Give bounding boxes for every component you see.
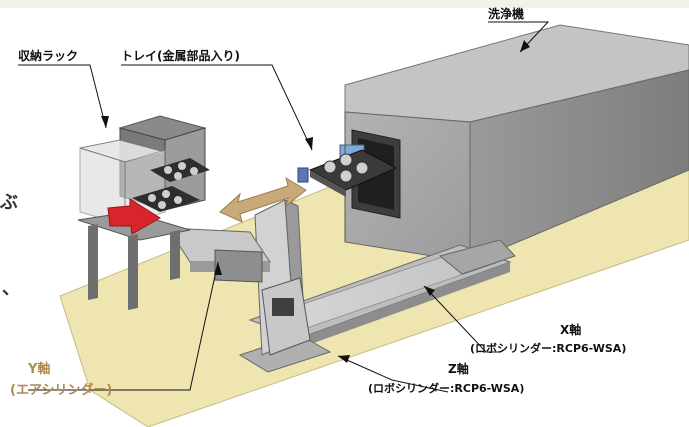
tray-at-washer xyxy=(297,149,398,197)
double-arrow-icon xyxy=(219,176,307,223)
edge-text-fragment: ぶ xyxy=(0,192,18,213)
z-axis-detail: (ロボシリンダー:RCP6-WSA) xyxy=(368,382,525,395)
x-axis-detail: (ロボシリンダー:RCP6-WSA) xyxy=(470,342,627,355)
x-axis-label: X軸 xyxy=(560,323,582,337)
washer-label: 洗浄機 xyxy=(488,7,525,21)
z-axis-label: Z軸 xyxy=(448,362,469,376)
z-axis-column xyxy=(238,199,332,373)
rack-label: 収納ラック xyxy=(18,49,79,63)
leader-arrowheads xyxy=(101,40,530,363)
y-axis-detail: (エアシリンダー) xyxy=(10,383,113,398)
tray-label: トレイ(金属部品入り) xyxy=(121,49,240,63)
red-arrow-icon xyxy=(107,198,161,235)
y-axis-arm xyxy=(167,227,271,283)
x-axis-rail xyxy=(248,239,516,348)
edge-text-fragment: 、 xyxy=(2,278,20,299)
leader-lines xyxy=(18,21,550,393)
y-axis-label: Y軸 xyxy=(28,362,51,377)
